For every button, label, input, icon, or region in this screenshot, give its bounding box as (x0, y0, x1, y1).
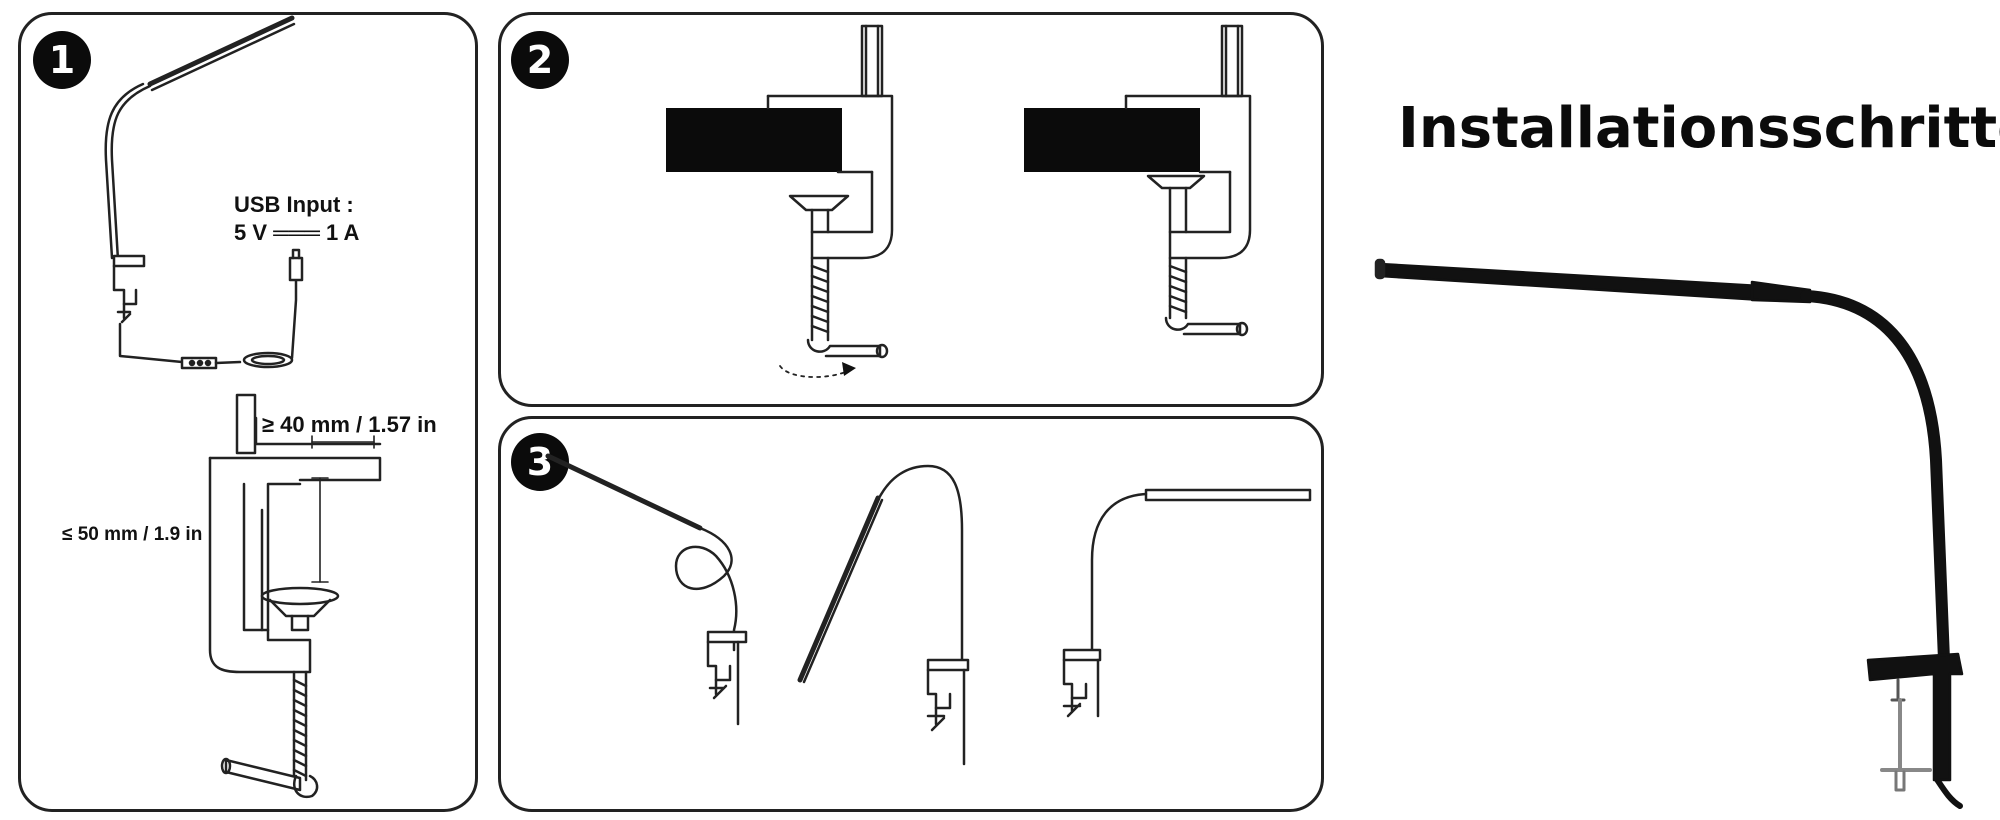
lamp-position-arched (797, 464, 970, 766)
step-3-panel: 3 (498, 416, 1324, 812)
usb-input-label: USB Input : (234, 192, 354, 217)
clamp-tightening-illustration-left (666, 24, 894, 378)
min-thickness-label: ≥ 40 mm / 1.57 in (262, 412, 437, 437)
step-2-badge: 2 (511, 31, 569, 89)
rotate-arrow-icon (779, 365, 851, 378)
usb-input-spec: 5 V ═══ 1 A (234, 220, 360, 245)
lamp-position-coiled (545, 453, 748, 726)
page-title: Installationsschritte (1398, 96, 2000, 161)
lamp-product-image (1374, 258, 1964, 809)
lamp-overview-illustration (104, 15, 382, 799)
clamp-tightening-illustration-right (1024, 24, 1252, 337)
max-thickness-label: ≤ 50 mm / 1.9 in (62, 524, 202, 545)
step-1-badge: 1 (33, 31, 91, 89)
usb-cable-icon (288, 256, 304, 282)
lamp-position-upright (1062, 488, 1312, 718)
